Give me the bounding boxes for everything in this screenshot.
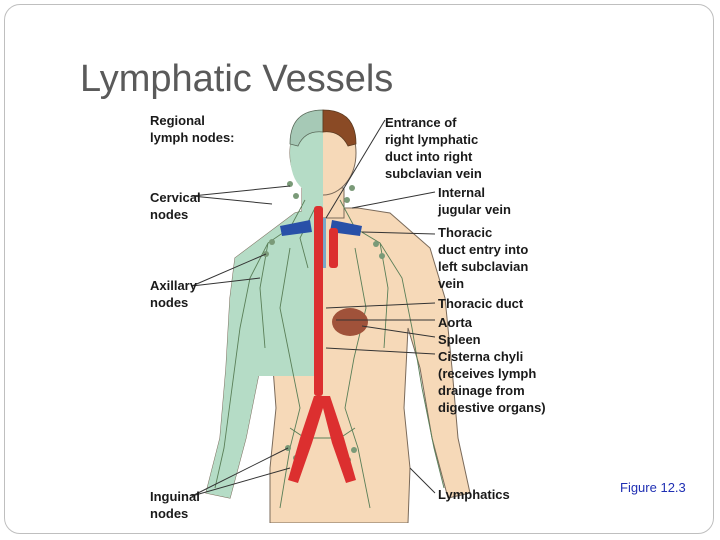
slide-frame [4, 4, 714, 534]
hair-right [322, 109, 357, 147]
regional-lymph-nodes-label: Regional lymph nodes: [150, 113, 235, 145]
internal-jugular-vein-label: Internal jugular vein [438, 185, 511, 217]
thoracic-duct-label: Thoracic duct [438, 296, 524, 311]
aorta [288, 206, 356, 483]
figure-caption: Figure 12.3 [620, 480, 686, 495]
cervical-nodes-label: Cervical nodes [150, 190, 201, 222]
axillary-nodes-label: Axillary nodes [150, 278, 197, 310]
spleen-label: Spleen [438, 332, 481, 347]
thoracic-duct-entry-label: Thoracic duct entry into left subclavian… [438, 225, 529, 291]
lymphatic-figure [191, 109, 471, 523]
spleen [332, 308, 368, 336]
entrance-right-duct-label: Entrance of right lymphatic duct into ri… [385, 115, 482, 181]
lymphatics-label: Lymphatics [438, 487, 510, 502]
aorta-label: Aorta [438, 315, 472, 330]
slide-title: Lymphatic Vessels [80, 58, 394, 100]
leader-lines [191, 119, 436, 497]
cisterna-chyli-label: Cisterna chyli (receives lymph drainage … [438, 349, 546, 415]
inguinal-nodes-label: Inguinal nodes [150, 489, 200, 521]
